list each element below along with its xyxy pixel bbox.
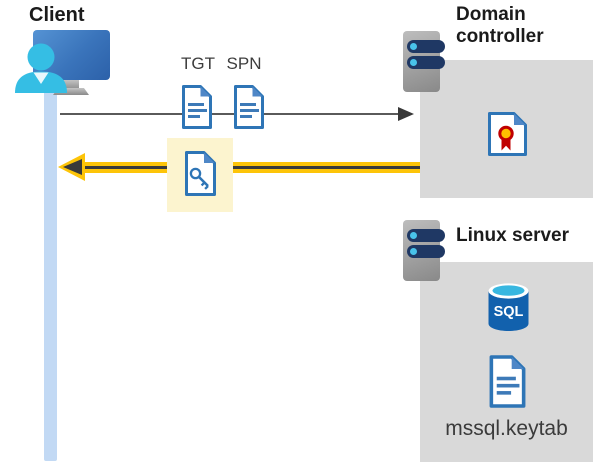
request-arrow-head (398, 107, 414, 121)
linux-server-icon (403, 220, 445, 281)
server-led (410, 59, 417, 66)
client-label: Client (29, 4, 85, 26)
server-drive-slot (407, 40, 445, 53)
spn-document-icon (234, 85, 264, 129)
tgt-label: TGT (181, 54, 215, 73)
key-document-icon (185, 151, 216, 196)
spn-label: SPN (226, 54, 262, 73)
server-drive-slot (407, 56, 445, 69)
server-drive-slot (407, 229, 445, 242)
monitor-stand-base (53, 88, 89, 95)
keytab-file-label: mssql.keytab (445, 417, 568, 440)
tgt-document-icon (182, 85, 212, 129)
sql-label: SQL (494, 304, 524, 320)
request-arrow-line (60, 113, 398, 115)
client-lifeline (44, 86, 57, 461)
sql-database-icon: SQL (488, 283, 529, 331)
user-icon (15, 43, 67, 93)
response-arrow-core (83, 166, 420, 169)
certificate-icon (488, 112, 527, 156)
linux-server-label: Linux server (456, 225, 569, 246)
server-drive-slot (407, 245, 445, 258)
server-led (410, 43, 417, 50)
server-led (410, 232, 417, 239)
monitor-stand-neck (63, 78, 79, 89)
keytab-document-icon (489, 355, 526, 408)
domain-controller-server-icon (403, 31, 445, 92)
domain-controller-label: Domain controller (456, 4, 544, 47)
server-led (410, 248, 417, 255)
response-arrow-head-inner (63, 159, 82, 175)
